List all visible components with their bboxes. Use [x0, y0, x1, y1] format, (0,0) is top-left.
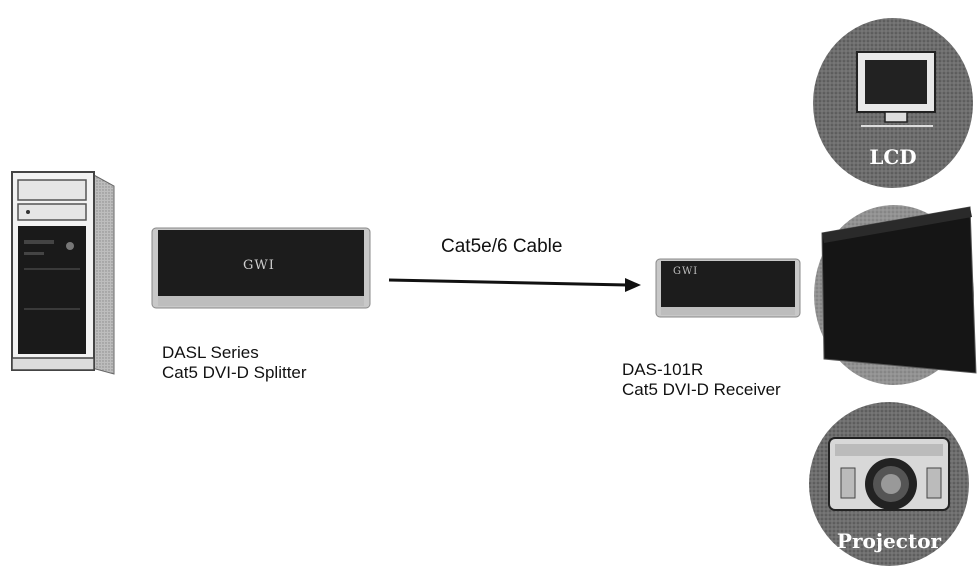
receiver-caption-line2: Cat5 DVI-D Receiver — [622, 380, 781, 399]
splitter-device — [151, 227, 371, 309]
cable-label: Cat5e/6 Cable — [441, 236, 563, 257]
splitter-caption: DASL Series Cat5 DVI-D Splitter — [162, 343, 307, 383]
lcd-monitor-icon — [856, 51, 936, 127]
receiver-logo: GWI — [673, 266, 699, 277]
projector-badge: Projector — [809, 402, 969, 566]
receiver-caption-line1: DAS-101R — [622, 360, 704, 379]
receiver-caption: DAS-101R Cat5 DVI-D Receiver — [622, 360, 781, 400]
splitter-caption-line2: Cat5 DVI-D Splitter — [162, 363, 307, 382]
splitter-logo: GWI — [243, 258, 275, 273]
projector-icon — [828, 437, 950, 511]
cable-arrow — [388, 278, 641, 292]
projector-label: Projector — [837, 529, 942, 553]
pc-tower-icon — [11, 171, 115, 375]
lcd-badge: LCD — [813, 18, 973, 188]
splitter-caption-line1: DASL Series — [162, 343, 259, 362]
receiver-device — [655, 258, 801, 318]
lcd-label: LCD — [869, 145, 916, 169]
screen-badge — [814, 205, 977, 385]
